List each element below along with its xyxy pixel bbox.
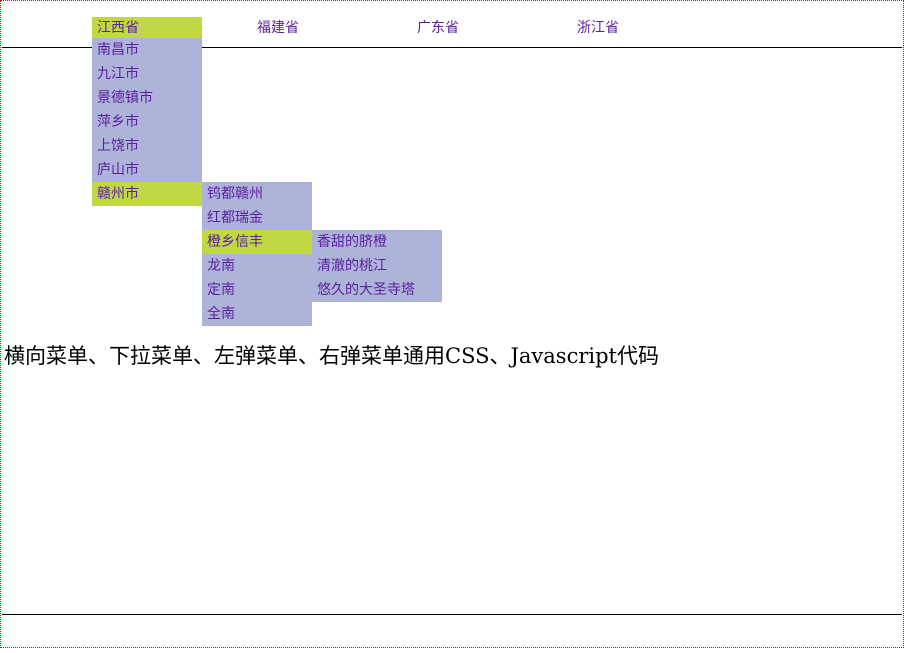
nav-item-zhejiang[interactable]: 浙江省 bbox=[577, 20, 619, 36]
top-divider bbox=[2, 47, 902, 48]
menu-item[interactable]: 龙南 bbox=[207, 258, 235, 274]
menu-item[interactable]: 钨都赣州 bbox=[207, 186, 263, 202]
menu-item[interactable]: 香甜的脐橙 bbox=[317, 234, 387, 250]
nav-item-guangdong[interactable]: 广东省 bbox=[417, 20, 459, 36]
menu-item[interactable]: 悠久的大圣寺塔 bbox=[317, 282, 415, 298]
submenu-ganzhou: 钨都赣州 红都瑞金 橙乡信丰 龙南 定南 全南 bbox=[202, 182, 312, 326]
menu-item[interactable]: 上饶市 bbox=[97, 138, 139, 154]
page-title: 横向菜单、下拉菜单、左弹菜单、右弹菜单通用CSS、Javascript代码 bbox=[4, 344, 659, 368]
menu-item[interactable]: 清澈的桃江 bbox=[317, 258, 387, 274]
menu-item[interactable]: 全南 bbox=[207, 306, 235, 322]
menu-item[interactable]: 庐山市 bbox=[97, 162, 139, 178]
dropdown-cities: 南昌市 九江市 景德镇市 萍乡市 上饶市 庐山市 赣州市 bbox=[92, 38, 202, 206]
menu-item[interactable]: 南昌市 bbox=[97, 42, 139, 58]
menu-item-xinfeng[interactable]: 橙乡信丰 bbox=[202, 230, 312, 254]
menu-item[interactable]: 萍乡市 bbox=[97, 114, 139, 130]
nav-item-jiangxi[interactable]: 江西省 bbox=[92, 17, 202, 39]
menu-item[interactable]: 九江市 bbox=[97, 66, 139, 82]
menu-item[interactable]: 景德镇市 bbox=[97, 90, 153, 106]
menu-item[interactable]: 红都瑞金 bbox=[207, 210, 263, 226]
menu-item-ganzhou[interactable]: 赣州市 bbox=[92, 182, 202, 206]
submenu-xinfeng: 香甜的脐橙 清澈的桃江 悠久的大圣寺塔 bbox=[312, 230, 442, 302]
bottom-divider bbox=[2, 614, 902, 615]
nav-item-fujian[interactable]: 福建省 bbox=[257, 20, 299, 36]
menu-item[interactable]: 定南 bbox=[207, 282, 235, 298]
